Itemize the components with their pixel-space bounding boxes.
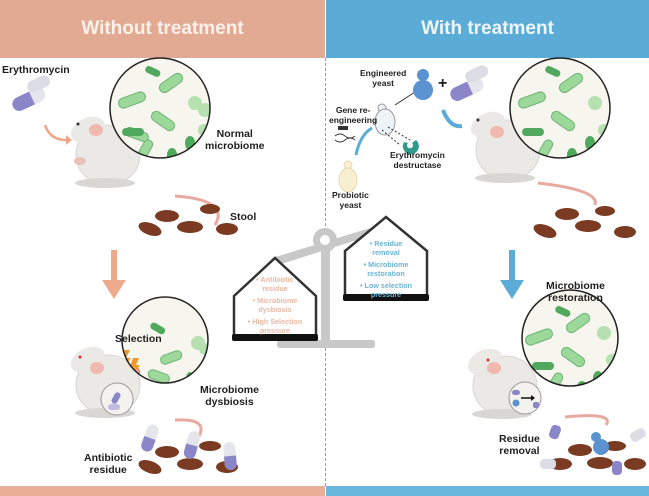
probiotic-yeast-label: Probiotic yeast	[332, 190, 369, 210]
probiotic-yeast-icon	[338, 160, 358, 193]
header-with-treatment: With treatment	[326, 0, 649, 58]
header-title-left: Without treatment	[81, 18, 244, 39]
modified-yeast-icon	[374, 103, 411, 146]
residue-removal-label: Residue removal	[499, 433, 540, 457]
gene-line1: Gene re-	[335, 105, 371, 115]
antibiotic-residue-line1: Antibiotic	[84, 452, 133, 464]
pill-icon	[12, 75, 51, 111]
gene-line2: engineering	[329, 115, 378, 125]
antibiotic-residue-label: Antibiotic residue	[84, 452, 132, 476]
down-arrow-right-icon	[500, 250, 524, 299]
probiotic-line1: Probiotic	[332, 190, 369, 200]
erythromycin-label: Erythromycin	[2, 64, 70, 76]
probiotic-line2: yeast	[339, 200, 362, 210]
destructase-line1: Erythromycin	[390, 150, 445, 160]
normal-microbiome-circle-right	[509, 57, 611, 159]
pill-right-icon	[450, 65, 489, 101]
engineered-yeast-label: Engineered yeast	[360, 68, 406, 88]
gene-reengineering-label: Gene re- engineering	[329, 105, 377, 125]
removal-line1: Residue	[499, 433, 540, 445]
destructase-label: Erythromycin destructase	[390, 150, 445, 170]
arrowhead-icon	[66, 135, 72, 145]
residue-removal-icon	[540, 424, 646, 475]
dysbiosis-line2: dysbiosis	[205, 396, 254, 408]
engineered-yeast-icon	[413, 69, 433, 100]
footer-bar-right	[326, 486, 649, 496]
mouse-restoration-icon	[467, 348, 609, 426]
down-arrow-left-icon	[102, 250, 126, 299]
destructase-line2: destructase	[393, 160, 442, 170]
selection-label: Selection	[115, 333, 162, 345]
curved-arrow-icon	[354, 126, 373, 156]
microbiome-restoration-label: Microbiome restoration	[546, 280, 605, 304]
arrow-right-icon	[441, 109, 463, 129]
stool-icon	[138, 204, 238, 236]
normal-microbiome-circle	[109, 57, 211, 159]
destructase-enzyme-icon	[402, 140, 419, 155]
footer-bar-left	[0, 486, 325, 496]
normal-microbiome-line2: microbiome	[205, 140, 265, 152]
dysbiosis-line1: Microbiome	[200, 384, 259, 396]
removal-line2: removal	[499, 445, 540, 457]
antibiotic-residue-line2: residue	[89, 464, 127, 476]
normal-microbiome-label: Normal microbiome	[205, 128, 265, 152]
engineered-yeast-line1: Engineered	[360, 68, 407, 78]
plus-sign: +	[438, 75, 448, 92]
stool-label: Stool	[230, 211, 257, 223]
stool-right-icon	[533, 206, 636, 238]
normal-microbiome-line1: Normal	[216, 128, 253, 140]
dysbiosis-label: Microbiome dysbiosis	[200, 384, 259, 408]
mouse-dysbiosis-icon	[70, 346, 203, 439]
restoration-line2: restoration	[548, 292, 603, 304]
engineered-yeast-line2: yeast	[372, 78, 395, 88]
gene-engineering-icon	[334, 126, 356, 143]
header-title-right: With treatment	[421, 18, 554, 39]
balance-scale-icon	[232, 215, 429, 348]
residue-stool-pills-icon	[138, 424, 238, 474]
header-without-treatment: Without treatment	[0, 0, 325, 58]
arrow-icon	[43, 124, 67, 142]
restoration-line1: Microbiome	[546, 280, 605, 292]
